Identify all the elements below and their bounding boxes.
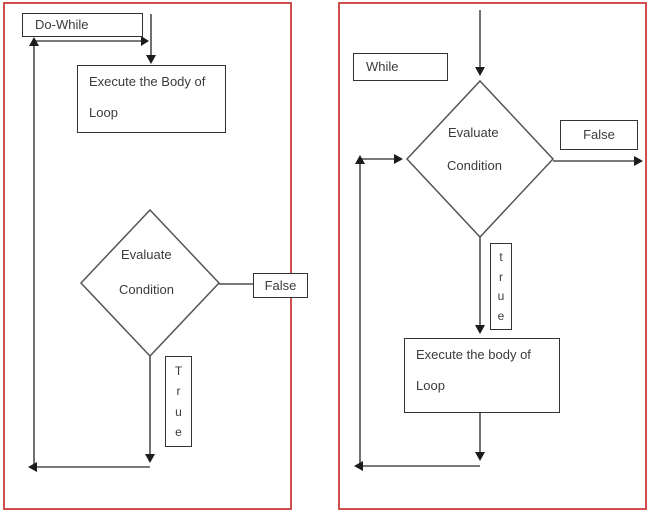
- right-true-letter: r: [499, 269, 503, 284]
- right-true-letter: u: [497, 289, 505, 304]
- left-loopback-connector: [31, 43, 150, 468]
- arrowhead-down-into-right-execute: [475, 325, 485, 334]
- arrowhead-down-into-right-diamond: [475, 67, 485, 76]
- left-condition-diamond-shape: [79, 208, 221, 358]
- left-true-letter: u: [175, 404, 182, 419]
- arrowhead-down-left-true-branch: [145, 454, 155, 463]
- right-diamond-text-line1: Evaluate: [448, 125, 499, 140]
- right-panel-border: [338, 2, 647, 510]
- right-false-box: False: [560, 120, 638, 150]
- left-entry-connector: [34, 14, 152, 61]
- right-execute-line2: Loop: [416, 378, 445, 393]
- while-label-box: While: [353, 53, 448, 81]
- left-diamond-text-line2: Condition: [119, 282, 174, 297]
- arrowhead-up-right-loopback: [355, 155, 365, 164]
- left-false-box: False: [253, 273, 308, 298]
- arrowhead-down-into-left-execute: [146, 55, 156, 64]
- right-true-letter: t: [499, 249, 503, 264]
- left-execute-line2: Loop: [89, 105, 118, 120]
- left-execute-line1: Execute the Body of: [89, 74, 206, 89]
- dowhile-label-box: Do-While: [22, 13, 143, 37]
- right-condition-diamond-shape: [405, 79, 555, 239]
- arrowhead-right-to-left-dropline: [141, 36, 149, 46]
- arrowhead-up-into-dowhile-box: [29, 37, 39, 46]
- left-true-letter: r: [176, 384, 181, 399]
- right-loopback-connector: [357, 158, 480, 467]
- left-true-letter: T: [174, 364, 183, 379]
- right-execute-line1: Execute the body of: [416, 347, 531, 362]
- left-true-letter: e: [175, 424, 182, 439]
- left-true-box: T r u e: [165, 356, 192, 447]
- left-panel-border: [3, 2, 292, 510]
- right-diamond-text-line2: Condition: [447, 158, 502, 173]
- arrowhead-left-left-bottom: [28, 462, 37, 472]
- arrowhead-right-false-exit: [634, 156, 643, 166]
- arrowhead-right-into-right-diamond: [394, 154, 403, 164]
- arrowhead-left-right-bottom: [354, 461, 363, 471]
- left-diamond-text-line1: Evaluate: [121, 247, 172, 262]
- right-execute-body-box: Execute the body of Loop: [404, 338, 560, 413]
- right-true-box: t r u e: [490, 243, 512, 330]
- right-true-letter: e: [497, 309, 505, 324]
- left-execute-body-box: Execute the Body of Loop: [77, 65, 226, 133]
- arrowhead-down-right-exit: [475, 452, 485, 461]
